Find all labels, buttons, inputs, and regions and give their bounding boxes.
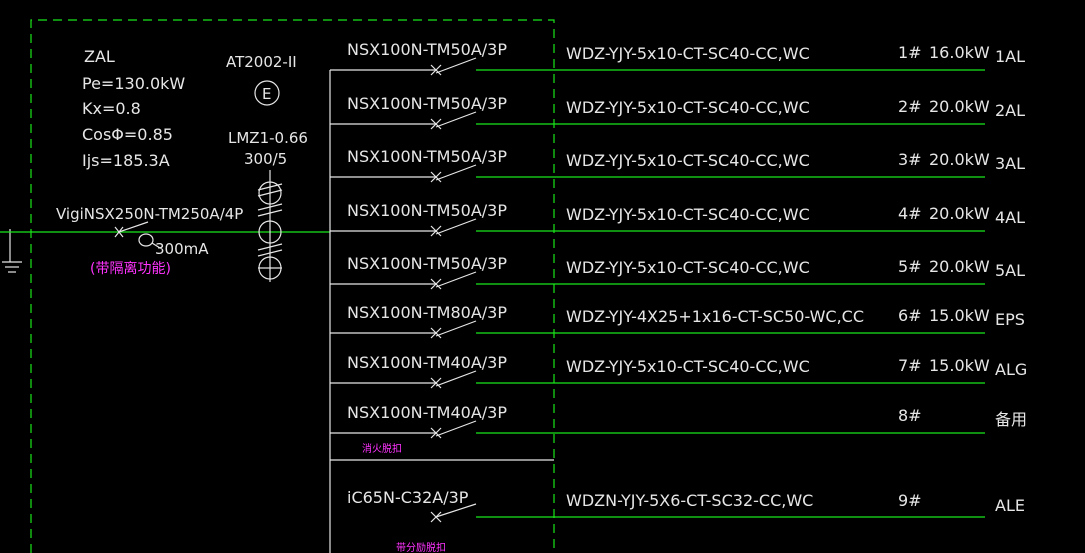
- feeder-cable: WDZ-YJY-5x10-CT-SC40-CC,WC: [566, 44, 810, 63]
- breaker-x-icon: [430, 377, 442, 389]
- feeder-no: 7#: [898, 356, 922, 375]
- ale-label: ALE: [995, 496, 1025, 515]
- meter-symbol: E: [262, 85, 271, 103]
- feeder-power: 20.0kW: [929, 97, 990, 116]
- feeder-cable: WDZ-YJY-5x10-CT-SC40-CC,WC: [566, 357, 810, 376]
- current-transformer-icon: [257, 170, 283, 282]
- feeder-breaker: NSX100N-TM40A/3P: [347, 403, 507, 422]
- switch-blade-icon: [435, 420, 477, 437]
- feeder-power: 15.0kW: [929, 306, 990, 325]
- feeder-label: ALG: [995, 360, 1027, 379]
- breaker-x-icon: [430, 64, 442, 76]
- main-breaker-note: (带隔离功能): [90, 260, 171, 277]
- ct-model: LMZ1-0.66: [228, 129, 308, 147]
- feeder-power: 16.0kW: [929, 43, 990, 62]
- feeder-group: NSX100N-TM50A/3P WDZ-YJY-5x10-CT-SC40-CC,…: [330, 40, 1027, 439]
- panel-cos: CosΦ=0.85: [82, 125, 173, 144]
- feeder-power: 15.0kW: [929, 356, 990, 375]
- switch-blade-icon: [435, 218, 477, 235]
- feeder-power: 20.0kW: [929, 204, 990, 223]
- panel-kx: Kx=0.8: [82, 99, 141, 118]
- ale-switch-icon: [430, 503, 477, 523]
- ale-cable: WDZN-YJY-5X6-CT-SC32-CC,WC: [566, 491, 813, 510]
- breaker-x-icon: [430, 427, 442, 439]
- feeder-cable: WDZ-YJY-5x10-CT-SC40-CC,WC: [566, 258, 810, 277]
- feeder-power: 20.0kW: [929, 150, 990, 169]
- feeder-label: 5AL: [995, 261, 1025, 280]
- feeder-no: 3#: [898, 150, 922, 169]
- panel-name: ZAL: [84, 47, 115, 66]
- energy-meter-icon: [254, 80, 280, 106]
- breaker-x-icon: [430, 278, 442, 290]
- ale-breaker: iC65N-C32A/3P: [347, 488, 469, 507]
- ground-icon: [2, 229, 22, 273]
- feeder-breaker: NSX100N-TM50A/3P: [347, 201, 507, 220]
- feeder-label: 3AL: [995, 154, 1025, 173]
- panel-boundary: [30, 19, 555, 553]
- feeder-breaker: NSX100N-TM40A/3P: [347, 353, 507, 372]
- feeder-cable: WDZ-YJY-5x10-CT-SC40-CC,WC: [566, 205, 810, 224]
- ct-ratio: 300/5: [244, 150, 287, 168]
- feeder-no: 6#: [898, 306, 922, 325]
- feeder-no: 4#: [898, 204, 922, 223]
- feeder-breaker: NSX100N-TM50A/3P: [347, 147, 507, 166]
- feeder-label: 2AL: [995, 101, 1025, 120]
- feeder-breaker: NSX100N-TM80A/3P: [347, 303, 507, 322]
- feeder-cable: WDZ-YJY-5x10-CT-SC40-CC,WC: [566, 151, 810, 170]
- switch-blade-icon: [435, 111, 477, 128]
- feeder-label: 备用: [995, 410, 1027, 429]
- feeder-label: 4AL: [995, 208, 1025, 227]
- breaker-x-icon: [430, 327, 442, 339]
- fire-note: 消火脱扣: [362, 442, 402, 455]
- breaker-x-icon: [430, 225, 442, 237]
- panel-ijs: Ijs=185.3A: [82, 151, 170, 170]
- bottom-note: 带分励脱扣: [396, 541, 446, 553]
- switch-blade-icon: [435, 164, 477, 181]
- feeder-cable: WDZ-YJY-4X25+1x16-CT-SC50-WC,CC: [566, 307, 864, 326]
- feeder-label: 1AL: [995, 47, 1025, 66]
- feeder-cable: WDZ-YJY-5x10-CT-SC40-CC,WC: [566, 98, 810, 117]
- switch-blade-icon: [435, 320, 477, 337]
- panel-pe: Pe=130.0kW: [82, 74, 185, 93]
- breaker-x-icon: [430, 118, 442, 130]
- feeder-no: 8#: [898, 406, 922, 425]
- breaker-x-icon: [430, 171, 442, 183]
- feeder-label: EPS: [995, 310, 1025, 329]
- meter-model: AT2002-II: [226, 53, 297, 71]
- ale-no: 9#: [898, 491, 922, 510]
- feeder-power: 20.0kW: [929, 257, 990, 276]
- feeder-breaker: NSX100N-TM50A/3P: [347, 40, 507, 59]
- feeder-breaker: NSX100N-TM50A/3P: [347, 254, 507, 273]
- feeder-breaker: NSX100N-TM50A/3P: [347, 94, 507, 113]
- feeder-no: 2#: [898, 97, 922, 116]
- feeder-no: 5#: [898, 257, 922, 276]
- switch-blade-icon: [435, 370, 477, 387]
- feeder-no: 1#: [898, 43, 922, 62]
- main-breaker-icon: [114, 221, 161, 249]
- switch-blade-icon: [435, 271, 477, 288]
- switch-blade-icon: [435, 57, 477, 74]
- main-breaker-residual: 300mA: [155, 240, 209, 258]
- main-breaker-model: VigiNSX250N-TM250A/4P: [56, 205, 243, 223]
